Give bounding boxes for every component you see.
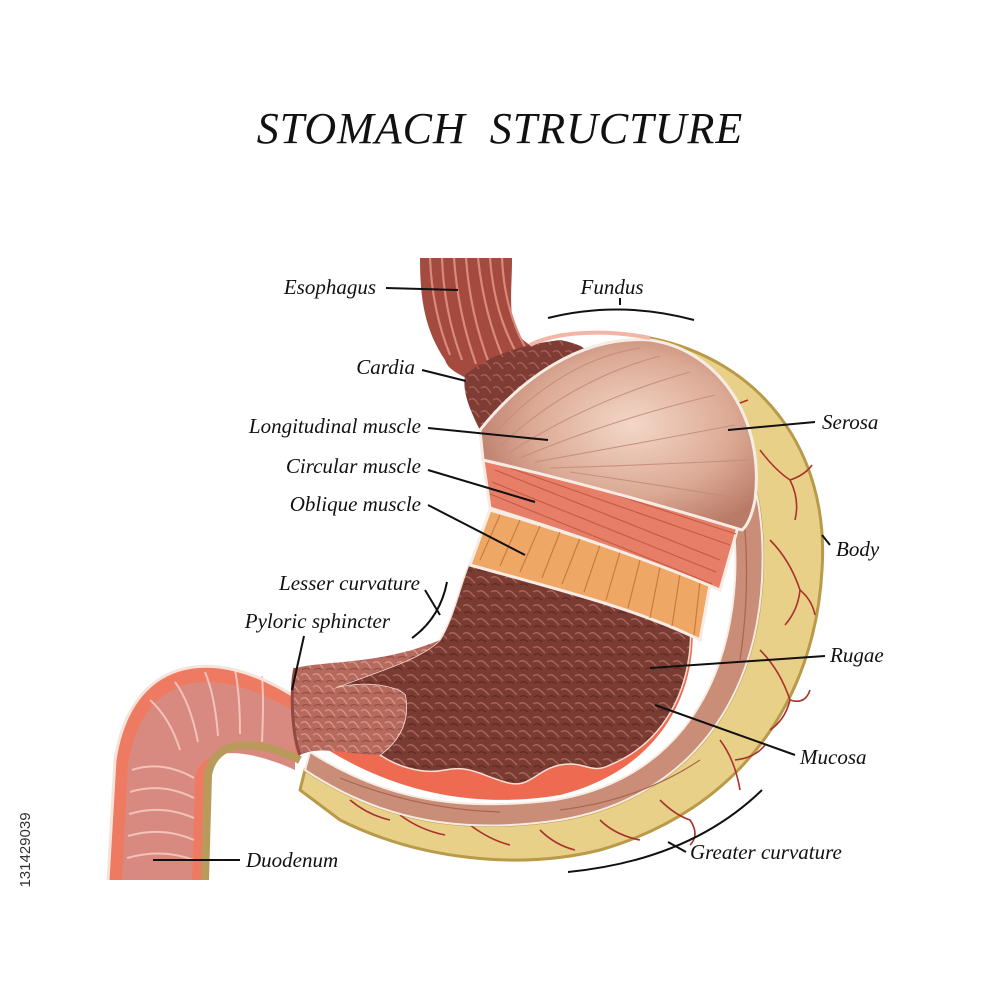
label-serosa: Serosa <box>822 410 878 434</box>
leader-mucosa <box>654 704 796 756</box>
longitudinal-muscle-dome <box>478 338 758 532</box>
diagram-title: STOMACH STRUCTURE <box>257 104 744 153</box>
label-greater-curvature: Greater curvature <box>690 840 842 864</box>
label-cardia: Cardia <box>356 355 415 379</box>
leader-greater-curvature <box>667 841 687 853</box>
leader-cardia <box>421 369 467 382</box>
leader-lesser-curvature <box>424 589 441 616</box>
label-rugae: Rugae <box>829 643 884 667</box>
leader-serosa <box>727 421 816 431</box>
leader-longitudinal <box>427 427 549 441</box>
label-duodenum: Duodenum <box>245 848 338 872</box>
leader-rugae <box>649 655 826 669</box>
label-circular-muscle: Circular muscle <box>286 454 421 478</box>
label-esophagus: Esophagus <box>283 275 376 299</box>
stock-id: 131429039 <box>17 812 34 887</box>
leader-pyloric <box>291 635 305 691</box>
label-oblique-muscle: Oblique muscle <box>290 492 421 516</box>
bracket-lesser-curvature <box>411 581 448 639</box>
label-fundus: Fundus <box>580 275 644 299</box>
bracket-greater-curvature <box>567 789 763 873</box>
label-lesser-curvature: Lesser curvature <box>278 571 420 595</box>
leader-oblique <box>427 504 526 556</box>
duodenum-illustration <box>106 664 302 881</box>
bracket-body <box>821 534 831 546</box>
label-mucosa: Mucosa <box>799 745 867 769</box>
pyloric-region <box>290 640 440 755</box>
leader-esophagus <box>385 287 459 291</box>
label-longitudinal-muscle: Longitudinal muscle <box>248 414 421 438</box>
label-body: Body <box>836 537 880 561</box>
label-pyloric-sphincter: Pyloric sphincter <box>244 609 391 633</box>
bracket-fundus <box>547 308 695 321</box>
leader-circular <box>427 469 536 503</box>
